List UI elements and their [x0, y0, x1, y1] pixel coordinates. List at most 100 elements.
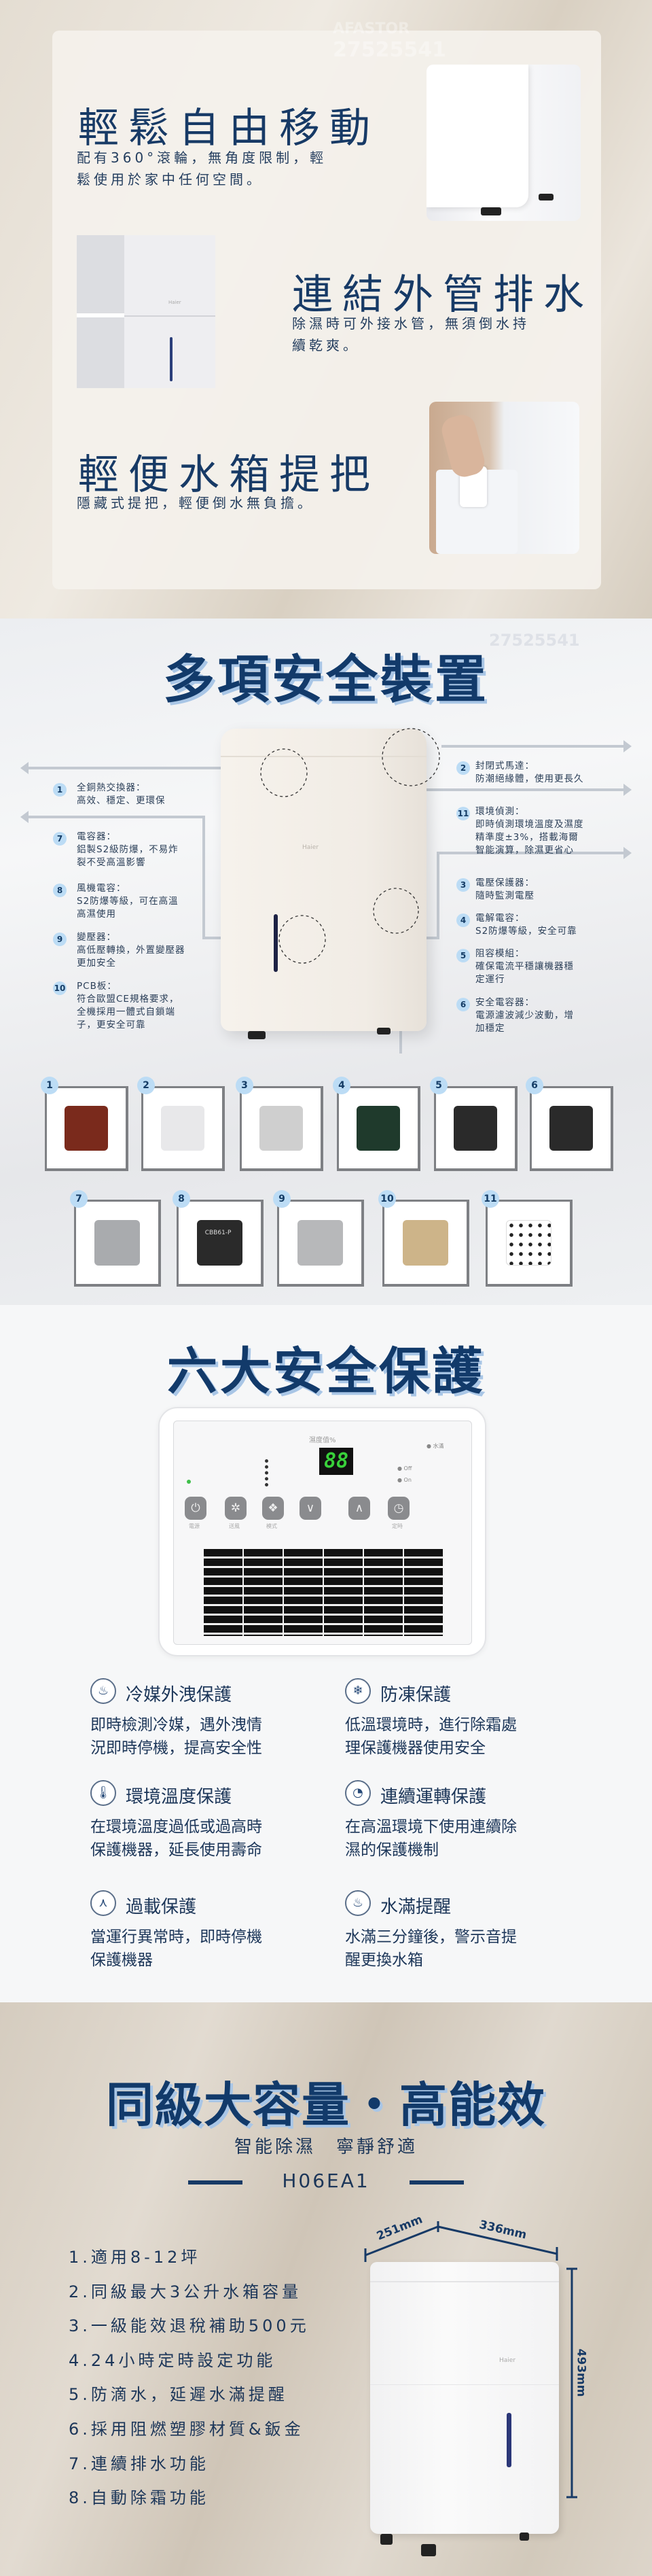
callout-desc: 定運行: [475, 974, 505, 985]
panel-button-mode[interactable]: ❖: [262, 1497, 284, 1520]
callout-desc: 隨時監測電壓: [475, 890, 535, 901]
copper-heat-exchanger-image: [64, 1105, 109, 1151]
dehumidifier-product: Haier: [370, 2262, 559, 2556]
callout-title: 封閉式馬達：: [475, 761, 535, 771]
callout-title: 阻容模組：: [475, 948, 525, 959]
protection-desc: 在高溫環境下使用連續除: [345, 1818, 517, 1836]
wheel-icon: [481, 207, 501, 215]
protection-title: 防凍保護: [380, 1685, 452, 1705]
protection-desc: 理保護機器使用安全: [345, 1739, 486, 1757]
spec-item: 3.一級能效退稅補助500元: [69, 2316, 310, 2336]
thermometer-icon: 🌡: [90, 1780, 116, 1806]
brand-logo: Haier: [168, 300, 181, 305]
refrigerant-leak-icon: ♨: [90, 1678, 116, 1704]
callout-desc: 高效、穩定、更環保: [77, 795, 166, 806]
feature-title: 連結外管排水: [292, 271, 594, 319]
callout-number: 4: [456, 913, 470, 927]
callout-desc: 高低壓轉換，外置變壓器: [77, 945, 185, 956]
section-title: 同級大容量・高能效: [106, 2077, 546, 2133]
wheel-icon: [520, 2533, 529, 2541]
water-full-indicator: ● 水滿: [427, 1443, 444, 1449]
aluminum-capacitor-image: [94, 1219, 141, 1266]
gauge-icon: ◔: [345, 1780, 371, 1806]
callout-title: 環境偵測：: [475, 806, 525, 817]
wheel-icon: [380, 2534, 393, 2545]
callout-title: 安全電容器：: [475, 997, 535, 1008]
callout-desc: 全機採用一體式自鎖端: [77, 1007, 175, 1017]
dimension-lines: [364, 2221, 577, 2499]
panel-button-chevron-up[interactable]: ∧: [348, 1497, 370, 1520]
humidity-display: 88: [319, 1448, 353, 1475]
feature-section-mobility: AFASTOR 27525541 輕鬆自由移動 配有360°滾輪，無角度限制，輕…: [0, 0, 652, 619]
callout-number: 5: [456, 949, 470, 962]
humidity-label: 濕度值%: [309, 1437, 336, 1444]
part-card-rc-module: [434, 1086, 518, 1171]
callout-desc: 符合歐盟CE規格要求，: [77, 994, 179, 1005]
part-number: 4: [333, 1077, 350, 1094]
protection-title: 連續運轉保護: [380, 1787, 487, 1807]
section-subtitle: 智能除濕 寧靜舒適: [234, 2137, 418, 2157]
part-card-sensor-grille: [486, 1200, 573, 1287]
callout-number: 10: [53, 981, 67, 995]
feature-desc: 除濕時可外接水管，無須倒水持: [292, 315, 530, 332]
photo-tank-handle: [429, 402, 579, 554]
protection-desc: 保護機器: [90, 1951, 153, 1969]
spec-item: 2.同級最大3公升水箱容量: [69, 2282, 302, 2301]
part-card-aluminum-capacitor: [74, 1200, 161, 1287]
wheel-icon: [421, 2544, 436, 2556]
part-card-electrolytic-capacitor: [337, 1086, 420, 1171]
callout-desc: 更加安全: [77, 958, 116, 969]
six-protections-section: 六大安全保護 濕度值% 88 ● 水滿 ● Off ● On ⏻電源✲送風❖模式…: [0, 1305, 652, 2002]
spec-item: 7.連續排水功能: [69, 2454, 209, 2473]
voltage-relay-image: [259, 1105, 304, 1151]
part-card-pcb-board: [382, 1200, 469, 1287]
water-level-window: [507, 2413, 511, 2467]
callout-desc: 智能演算，除濕更省心: [475, 845, 574, 856]
power-led: [187, 1480, 191, 1484]
section-title: 六大安全保護: [167, 1342, 485, 1401]
water-full-label: 水滿: [433, 1443, 444, 1449]
panel-button-fan[interactable]: ✲: [225, 1497, 247, 1520]
timer-off-indicator: ● Off: [397, 1465, 412, 1472]
spec-item: 8.自動除霜功能: [69, 2488, 209, 2508]
transformer-image: [297, 1219, 344, 1266]
mode-icon: ❖: [268, 1501, 278, 1515]
section-title: 多項安全裝置: [163, 649, 489, 710]
timer-on-indicator: ● On: [397, 1477, 412, 1483]
divider: [410, 2180, 464, 2185]
brand-logo: Haier: [302, 844, 319, 851]
overload-icon: ⋏: [90, 1890, 116, 1916]
panel-button-chevron-down[interactable]: ∨: [300, 1497, 321, 1520]
protection-title: 環境溫度保護: [126, 1787, 232, 1807]
callout-desc: 精準度±3%，搭載海爾: [475, 832, 579, 843]
feature-desc: 配有360°滾輪，無角度限制，輕: [77, 150, 327, 166]
timer-off-label: Off: [403, 1465, 412, 1472]
protection-desc: 濕的保護機制: [345, 1841, 439, 1859]
chevron-down-icon: ∨: [306, 1501, 315, 1515]
callout-title: 電壓保護器：: [475, 877, 535, 888]
callout-title: 全銅熱交換器：: [77, 782, 146, 793]
callout-desc: S2防爆等級，可在高溫: [77, 896, 179, 907]
protection-desc: 醒更換水箱: [345, 1951, 423, 1969]
callout-desc: 裂不受高溫影響: [77, 857, 146, 868]
part-number: 2: [137, 1077, 155, 1094]
part-card-sealed-motor: [141, 1086, 225, 1171]
part-number: 5: [430, 1077, 448, 1094]
callout-number: 8: [53, 884, 67, 897]
panel-button-clock[interactable]: ◷: [388, 1497, 410, 1520]
panel-button-power[interactable]: ⏻: [185, 1497, 206, 1520]
spec-item: 6.採用阻燃塑膠材質&鈑金: [69, 2420, 304, 2439]
dehumidifier-product: Haier: [221, 729, 427, 1039]
wheel-icon: [377, 1028, 391, 1034]
part-number: 10: [378, 1190, 396, 1208]
panel-button-label: 定時: [392, 1523, 403, 1529]
callout-number: 11: [456, 807, 470, 820]
part-card-voltage-relay: [240, 1086, 323, 1171]
snowflake-icon: ❄: [345, 1678, 371, 1704]
fan-icon: ✲: [230, 1501, 241, 1515]
protection-desc: 在環境溫度過低或過高時: [90, 1818, 262, 1836]
feature-title: 輕鬆自由移動: [78, 105, 380, 152]
feature-desc: 隱藏式提把，輕便倒水無負擔。: [77, 495, 314, 511]
